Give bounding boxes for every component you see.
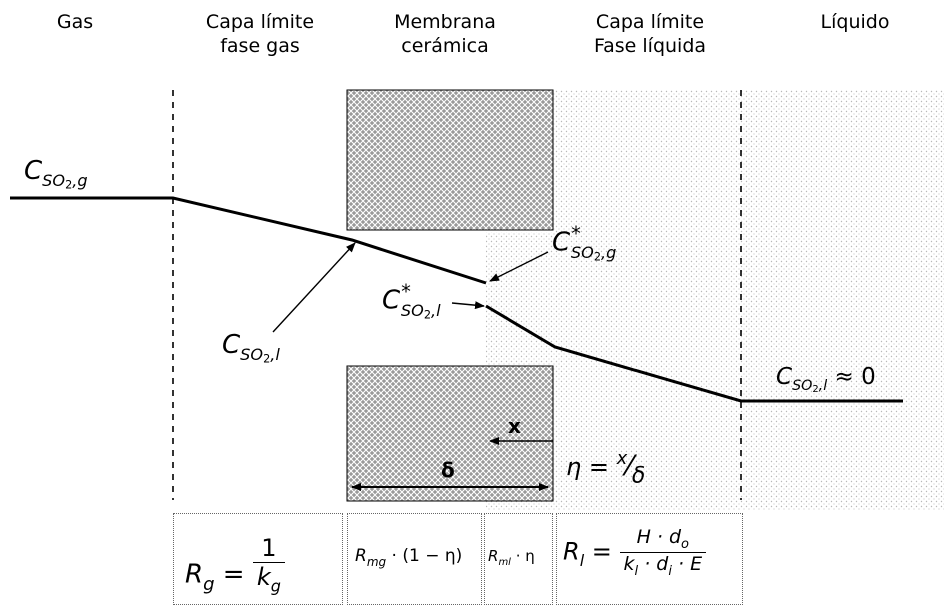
sub-l: ,l — [818, 378, 828, 395]
rl-den-ksub: l — [634, 564, 639, 580]
symbol-c: C — [552, 227, 571, 258]
rl-numerator: H · d — [636, 526, 682, 548]
label-cso2g-bulk: CSO2,g — [24, 156, 88, 192]
label-cso2l-bulk-approx-zero: CSO2,l ≈ 0 — [776, 364, 876, 395]
rg-den-sub: g — [270, 576, 281, 596]
sub-so: SO — [42, 171, 66, 191]
rl-equals: = — [584, 537, 620, 566]
membrane-block-top — [346, 89, 554, 231]
approx-zero: ≈ 0 — [827, 364, 876, 390]
equation-rl: Rl = H · do kl · di · E — [563, 526, 707, 580]
rmg-expression: · (1 − η) — [386, 546, 463, 566]
rg-equals: = — [214, 559, 253, 590]
arrow-to-cso2g-star — [489, 251, 549, 282]
rg-numerator: 1 — [252, 534, 285, 563]
rl-symbol: R — [563, 537, 580, 566]
rl-fraction: H · do kl · di · E — [619, 526, 707, 580]
star-symbol: * — [571, 222, 581, 245]
label-cso2g-star: C*SO2,g — [552, 222, 616, 263]
sub-2: 2 — [423, 308, 431, 322]
symbol-c: C — [382, 285, 401, 316]
sub-so: SO — [570, 242, 594, 262]
header-liquid: Líquido — [800, 10, 910, 34]
equation-rml: Rml · η — [488, 547, 535, 568]
symbol-c: C — [222, 330, 241, 360]
sub-2: 2 — [812, 384, 819, 396]
rg-fraction: 1 kg — [252, 534, 285, 596]
sub-l: ,l — [430, 300, 441, 320]
sub-so: SO — [400, 300, 424, 320]
rml-symbol: R — [488, 547, 499, 565]
label-x: x — [508, 414, 521, 438]
liquid-concentration-profile — [485, 304, 903, 403]
arrow-to-cso2l-point — [272, 242, 356, 333]
header-liquid-boundary-layer: Capa límite Fase líquida — [570, 10, 730, 58]
rl-subscript: l — [579, 551, 585, 571]
header-gas-boundary-line2: fase gas — [220, 35, 300, 57]
rg-symbol: R — [185, 559, 204, 590]
sub-g: ,g — [72, 171, 88, 191]
rml-subscript: ml — [498, 557, 511, 568]
symbol-c: C — [24, 156, 43, 186]
header-membrane-line2: cerámica — [401, 35, 489, 57]
sub-2: 2 — [263, 352, 271, 366]
header-liquid-boundary-line1: Capa límite — [595, 11, 705, 33]
rg-den-k: k — [256, 563, 271, 591]
star-symbol: * — [401, 280, 411, 303]
gas-concentration-profile — [10, 196, 487, 285]
rmg-subscript: mg — [366, 554, 387, 569]
sub-l: ,l — [270, 345, 280, 365]
arrow-to-cso2l-star — [451, 301, 485, 310]
sub-so: SO — [240, 345, 264, 365]
label-delta: δ — [441, 458, 455, 482]
header-liquid-label: Líquido — [820, 11, 890, 33]
sub-so: SO — [792, 378, 813, 395]
rl-den-dsub: i — [668, 564, 672, 580]
header-liquid-boundary-line2: Fase líquida — [593, 35, 707, 57]
rmg-symbol: R — [355, 546, 367, 566]
rl-den-d: · d — [638, 553, 669, 576]
rl-numerator-sub: o — [681, 537, 690, 553]
sub-2: 2 — [65, 178, 73, 192]
eta-denominator: δ — [631, 463, 646, 489]
symbol-c: C — [776, 364, 793, 390]
sub-2: 2 — [593, 250, 601, 264]
eta-numerator: x — [616, 448, 628, 469]
label-cso2l-interface: CSO2,l — [222, 330, 280, 366]
header-gas-boundary-line1: Capa límite — [205, 11, 315, 33]
header-gas-label: Gas — [56, 11, 94, 33]
sub-g: ,g — [600, 242, 617, 262]
rl-den-k: k — [623, 553, 635, 576]
equation-rg: Rg = 1 kg — [185, 534, 285, 595]
rg-subscript: g — [203, 573, 215, 595]
membrane-block-bottom — [346, 365, 554, 502]
label-cso2l-star: C*SO2,l — [382, 280, 441, 321]
eta-equals: η = — [566, 452, 617, 481]
equation-rmg: Rmg · (1 − η) — [355, 546, 462, 569]
header-gas-boundary-layer: Capa límite fase gas — [190, 10, 330, 58]
liquid-region — [553, 90, 944, 510]
header-membrane-line1: Membrana — [394, 11, 496, 33]
rml-expression: · η — [510, 547, 535, 565]
header-membrane: Membrana cerámica — [380, 10, 510, 58]
rl-den-e: · E — [671, 553, 703, 576]
header-gas: Gas — [40, 10, 110, 34]
label-eta-definition: η = x⁄δ — [566, 448, 646, 489]
